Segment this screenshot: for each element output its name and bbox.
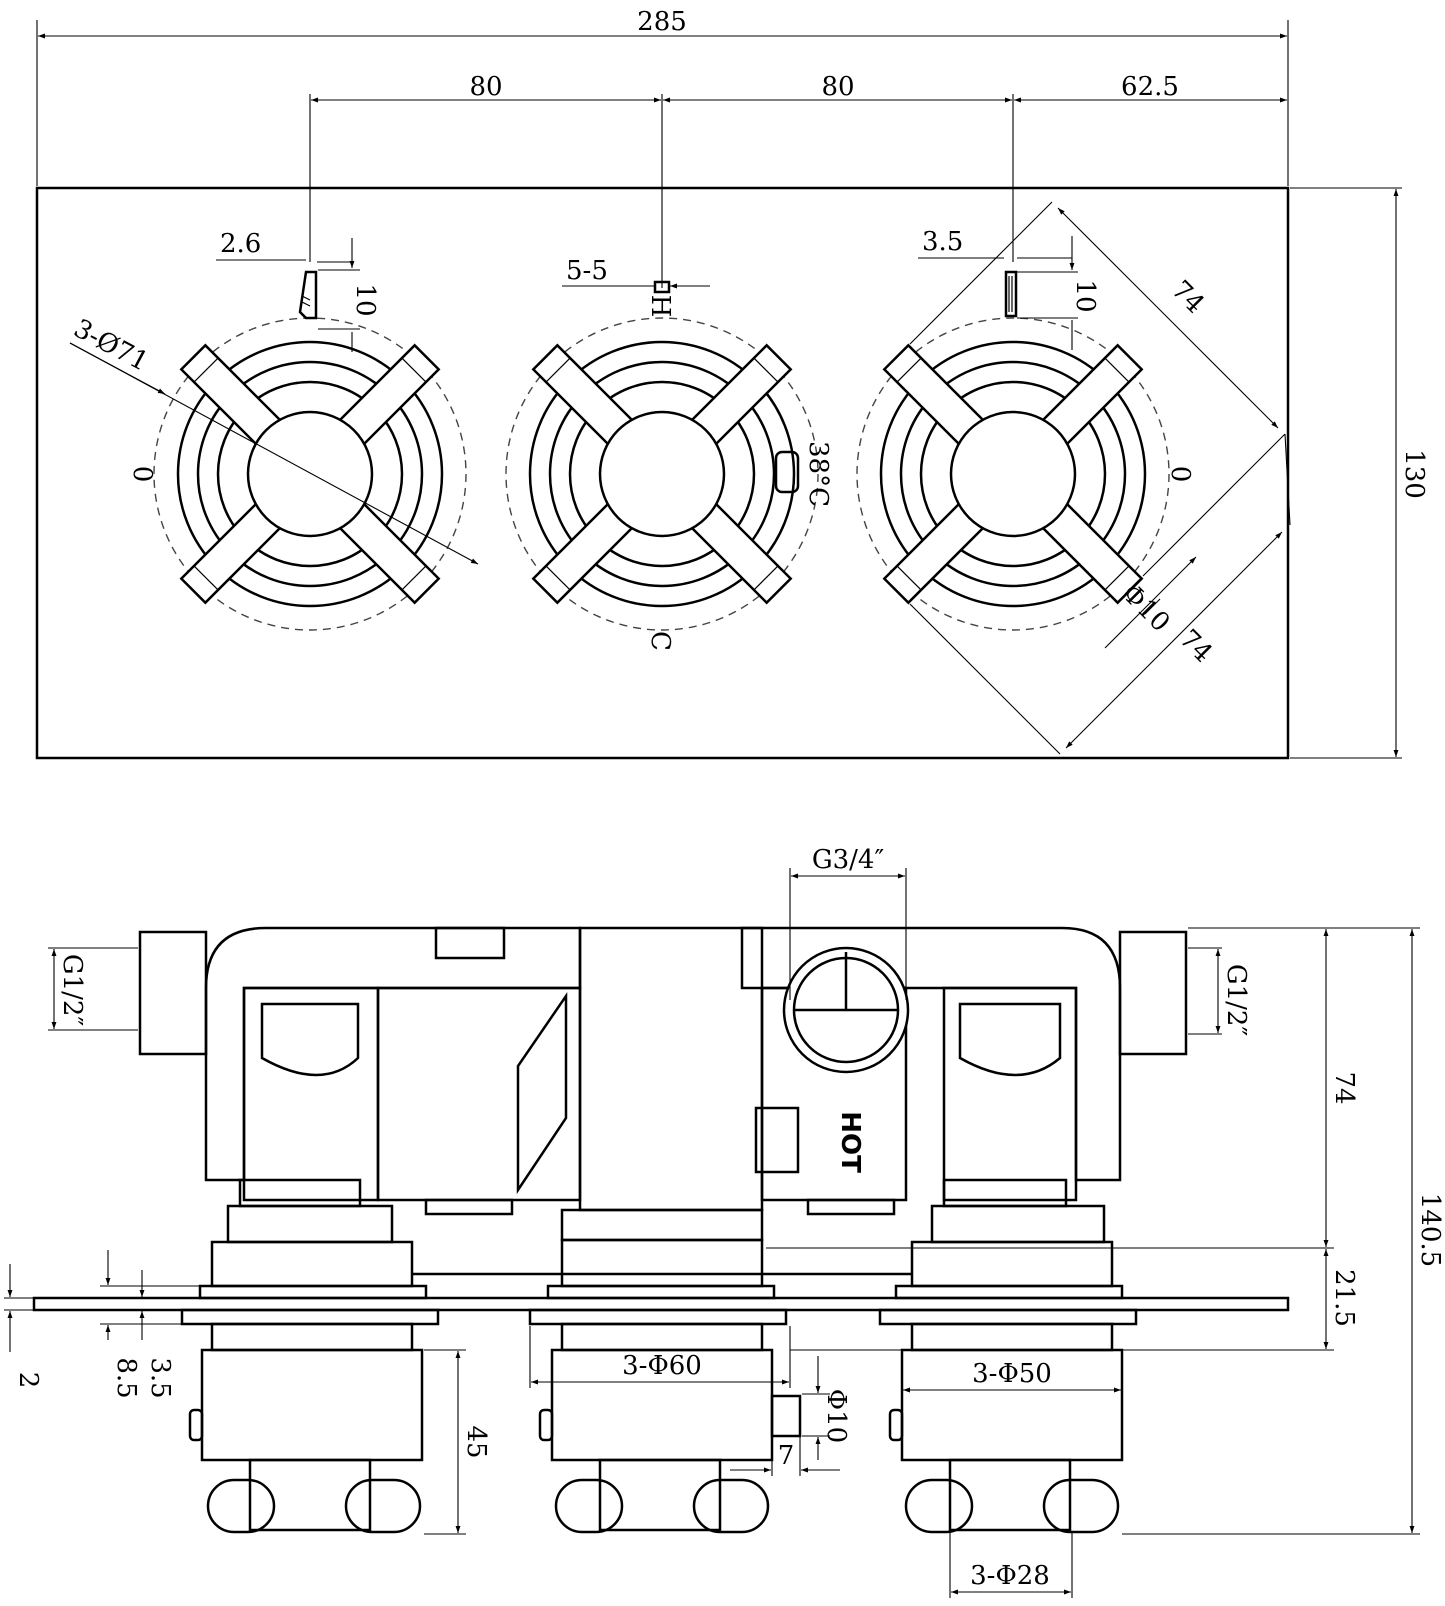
label-zero-right: 0 [1165,466,1195,483]
temp-stop-button [774,450,800,494]
label-diag-top: 74 [1165,275,1210,320]
label-dia-50: 3-Φ50 [972,1359,1052,1389]
label-dia-28: 3-Φ28 [970,1561,1050,1591]
lever-mark-right [1004,270,1018,318]
front-view: 285 80 80 62.5 130 [35,7,1429,760]
label-body-depth: 74 [1329,1071,1359,1104]
valve-body-center [578,926,764,1212]
label-spacing-2: 80 [821,72,854,102]
label-circle-dia: 3-Ø71 [69,314,153,378]
elbow-right [740,926,1122,1182]
dim-diag-top [1057,207,1279,429]
handle-side-left [188,1348,424,1534]
handle-center [505,317,819,631]
label-mark-right-h: 10 [1070,279,1100,312]
valve-body-right [942,986,1078,1202]
label-cold-mark: C [645,631,675,651]
label-plate-t: 2 [13,1372,43,1389]
label-hot: HOT [835,1111,865,1173]
label-hot-mark: H [645,295,675,318]
lever-mark-left [298,270,318,320]
inlet-right [1118,930,1188,1056]
top-cap-left [434,926,506,960]
label-lever-left-w: 2.6 [220,229,261,259]
label-pin-len: 7 [778,1441,795,1471]
wall-plate [32,1296,1290,1312]
handle-left [153,317,467,631]
label-spacing-1: 80 [469,72,502,102]
label-85: 8.5 [111,1357,141,1398]
label-front-depth: 21.5 [1329,1269,1359,1327]
label-mark-right-w: 3.5 [922,227,963,257]
indicator-mark-center [653,280,671,294]
label-lever-left-h: 10 [350,283,380,316]
label-diag-bottom: 74 [1173,624,1218,669]
label-inlet-right: G1/2″ [1221,964,1251,1037]
label-pin-dia: Φ10 [821,1389,851,1443]
label-mark-center-w: 5-5 [566,256,608,286]
side-view: HOT G3/4″ G1/2″ G1/2″ [4,845,1445,1598]
label-inlet-left: G1/2″ [57,954,87,1027]
label-zero-left: 0 [127,466,157,483]
inlet-left [138,930,208,1056]
label-dia-60: 3-Φ60 [622,1351,702,1381]
label-spacing-right: 62.5 [1121,72,1179,102]
label-height: 130 [1399,449,1429,499]
label-total-depth: 140.5 [1415,1193,1445,1267]
handle-right [856,317,1170,631]
label-handle-depth: 45 [461,1425,491,1458]
label-temp: 38°C [803,441,833,507]
handle-side-center [538,1348,802,1534]
label-width-total: 285 [637,7,687,37]
label-outlet: G3/4″ [812,845,885,875]
dim-diag-bottom [1065,531,1283,749]
label-35: 3.5 [145,1357,175,1398]
